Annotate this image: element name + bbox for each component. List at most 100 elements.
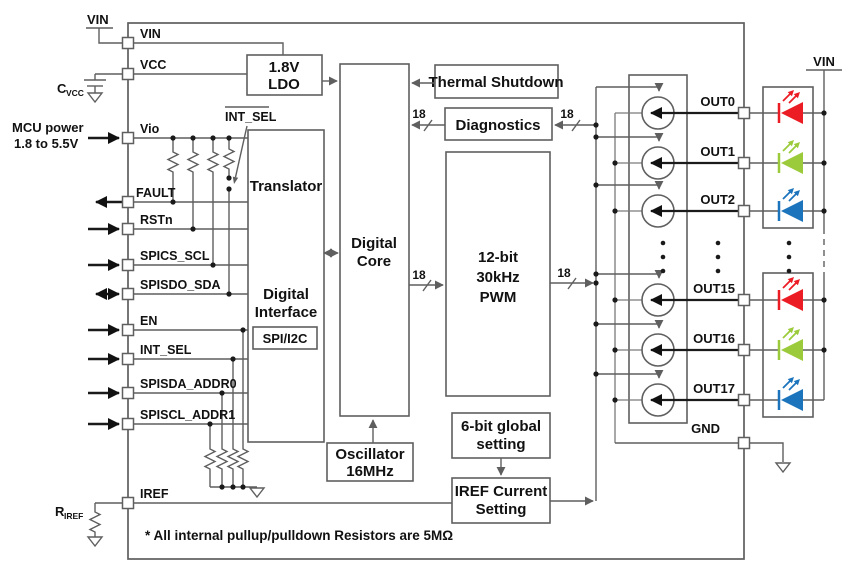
cvcc-label: C	[57, 81, 67, 96]
out-pin-label: OUT15	[693, 281, 735, 296]
pin-vin	[121, 36, 135, 50]
digital-interface-label-2: Interface	[255, 304, 318, 321]
iref-setting-label-1: IREF Current	[455, 483, 548, 500]
riref-label-sub: IREF	[64, 511, 83, 521]
pin-squares	[121, 36, 751, 510]
out-pin-label: OUT1	[700, 144, 735, 159]
pin-label-spics-scl: SPICS_SCL	[140, 249, 210, 263]
vin-rail-label: VIN	[813, 54, 835, 69]
block-oscillator: Oscillator 16MHz	[326, 442, 414, 482]
block-iref-setting: IREF Current Setting	[451, 477, 551, 524]
riref-resistor: R IREF	[55, 502, 122, 547]
diagnostics-label: Diagnostics	[455, 117, 540, 134]
int-sel-overline-label: INT_SEL	[225, 110, 277, 124]
global-setting-label-1: 6-bit global	[461, 418, 541, 435]
out-pin-label: OUT2	[700, 192, 735, 207]
external-vin-supply: VIN	[86, 12, 122, 44]
pin-labels: VIN VCC Vio FAULT RSTn SPICS_SCL SPISDO_…	[136, 27, 237, 501]
cvcc-capacitor: C VCC	[57, 73, 122, 103]
pin-direction-arrows	[88, 132, 122, 430]
block-diagnostics: Diagnostics	[444, 107, 553, 141]
out-pin-label: OUT16	[693, 331, 735, 346]
ldo-label-2: LDO	[268, 76, 300, 93]
pin-label-vin: VIN	[140, 27, 161, 41]
oscillator-label-1: Oscillator	[335, 446, 404, 463]
block-6bit-global: 6-bit global setting	[451, 412, 551, 459]
pwm-label-3: PWM	[480, 289, 517, 306]
output-stage: OUT0 OUT1 OUT2 OUT15 OUT16 OUT17	[596, 74, 738, 501]
pin-label-spisda-addr0: SPISDA_ADDR0	[140, 377, 237, 391]
pin-vcc	[121, 67, 135, 81]
pin-label-vcc: VCC	[140, 58, 166, 72]
thermal-shutdown-label: Thermal Shutdown	[429, 74, 564, 91]
pin-out1	[737, 156, 751, 170]
led-bank-1	[762, 86, 814, 229]
bus-width-markers: 18 18 18 18	[412, 107, 581, 292]
pin-iref	[121, 496, 135, 510]
bus18-core-pwm: 18	[412, 268, 426, 282]
junction-dots	[170, 110, 827, 490]
footnote: * All internal pullup/pulldown Resistors…	[145, 528, 453, 543]
continuation-dots	[660, 240, 792, 274]
pin-int-sel	[121, 352, 135, 366]
ground-symbol	[249, 487, 265, 498]
bus18-diag-core: 18	[412, 107, 426, 121]
int-sel-switch-annotation: INT_SEL	[225, 106, 277, 184]
vin-supply-label: VIN	[87, 12, 109, 27]
pin-spisda-addr0	[121, 386, 135, 400]
pin-out15	[737, 293, 751, 307]
ldo-label-1: 1.8V	[269, 59, 300, 76]
pin-vio	[121, 131, 135, 145]
pin-fault	[121, 195, 135, 209]
block-thermal-shutdown: Thermal Shutdown	[429, 64, 564, 99]
pin-spics-scl	[121, 258, 135, 272]
pin-out2	[737, 204, 751, 218]
gnd-connection: GND	[691, 421, 791, 473]
pin-rstn	[121, 222, 135, 236]
mcu-power-line2: 1.8 to 5.5V	[14, 136, 79, 151]
pin-label-vio: Vio	[140, 122, 160, 136]
pin-label-rstn: RSTn	[140, 213, 173, 227]
led-banks	[747, 86, 826, 418]
pwm-label-2: 30kHz	[476, 269, 519, 286]
digital-interface-label-1: Digital	[263, 286, 309, 303]
bus18-col-diag: 18	[560, 107, 574, 121]
block-pwm: 12-bit 30kHz PWM	[445, 151, 551, 397]
internal-pulldown-resistors	[204, 330, 265, 498]
spi-i2c-label: SPI/I2C	[263, 331, 308, 346]
pin-out16	[737, 343, 751, 357]
out-pin-label: OUT0	[700, 94, 735, 109]
ground-symbol	[87, 536, 103, 547]
pin-gnd	[737, 436, 751, 450]
bus18-pwm-col: 18	[557, 266, 571, 280]
oscillator-label-2: 16MHz	[346, 463, 394, 480]
block-digital-core: Digital Core	[339, 63, 410, 417]
mcu-power-note: MCU power 1.8 to 5.5V	[12, 120, 84, 151]
ground-symbol	[775, 462, 791, 473]
internal-pullup-resistors	[167, 138, 235, 294]
block-translator: Translator Digital Interface SPI/I2C	[247, 129, 325, 443]
ground-symbol	[87, 92, 103, 103]
pin-label-spiscl-addr1: SPISCL_ADDR1	[140, 408, 235, 422]
pin-spiscl-addr1	[121, 417, 135, 431]
vin-rail: VIN	[806, 54, 842, 400]
riref-label: R	[55, 504, 65, 519]
pwm-label-1: 12-bit	[478, 249, 518, 266]
mcu-power-line1: MCU power	[12, 120, 84, 135]
out-pin-label: OUT17	[693, 381, 735, 396]
pin-out17	[737, 393, 751, 407]
pin-label-spisdo-sda: SPISDO_SDA	[140, 278, 221, 292]
chip-left-traces	[133, 42, 452, 504]
pin-label-int-sel: INT_SEL	[140, 343, 192, 357]
digital-core-label-2: Core	[357, 253, 391, 270]
pin-spisdo-sda	[121, 287, 135, 301]
digital-core-label-1: Digital	[351, 235, 397, 252]
global-setting-label-2: setting	[476, 436, 525, 453]
pin-en	[121, 323, 135, 337]
pin-label-fault: FAULT	[136, 186, 176, 200]
pin-out0	[737, 106, 751, 120]
pin-label-en: EN	[140, 314, 157, 328]
iref-setting-label-2: Setting	[476, 501, 527, 518]
